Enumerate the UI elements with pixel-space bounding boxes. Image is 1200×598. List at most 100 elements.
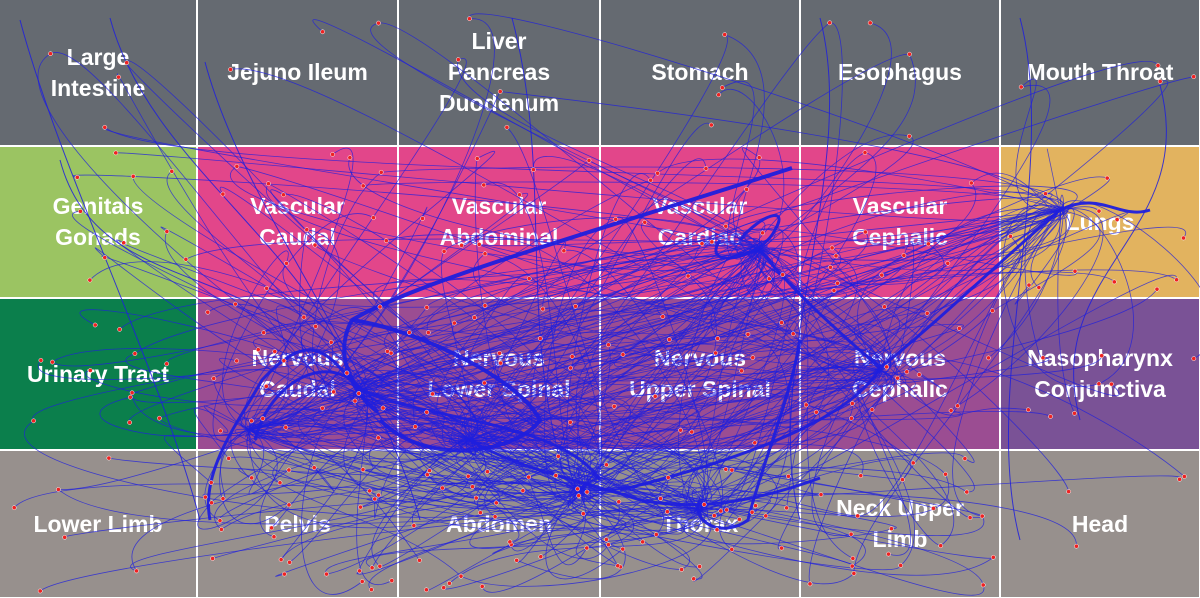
connection-edge [579,249,761,491]
connection-node [424,409,430,415]
connection-node [807,581,813,587]
connection-node [451,320,457,326]
connection-edge [249,401,581,491]
connection-node [479,584,485,589]
connection-node [697,564,702,569]
connection-edge [361,389,529,485]
connection-node [586,158,592,163]
connection-node [745,331,751,337]
connection-edge [469,421,693,441]
connection-node [827,20,833,26]
connection-node [531,167,536,173]
connection-node [467,16,472,22]
connection-node [304,227,310,233]
connection-node [102,255,108,260]
connection-node [967,515,973,520]
connection-edge [656,249,762,317]
connection-node [724,507,730,513]
connection-edge [249,426,420,561]
connection-node [261,330,267,336]
connection-node [803,402,809,408]
connection-node [228,67,233,72]
connection-edge [361,322,782,397]
connection-node [938,543,944,549]
connection-node [779,320,784,325]
connection-node [945,260,951,266]
connection-edge [576,463,701,519]
connection-edge [164,429,251,483]
connection-node [955,403,960,409]
connection-edge [699,249,785,511]
region-cell-liver-pancreas-duodenum: Liver Pancreas Duodenum [399,0,599,145]
connection-node [723,223,729,229]
connection-node [678,427,683,433]
connection-node [470,484,475,490]
connection-node [482,380,487,386]
connection-node [311,465,317,471]
connection-edge [484,452,598,518]
connection-node [1096,381,1102,387]
connection-edge [1073,84,1167,421]
connection-node [924,310,930,316]
connection-node [1072,268,1078,274]
connection-node [277,480,283,486]
connection-node [957,326,962,331]
connection-edge [740,249,955,547]
connection-edge [540,240,763,558]
connection-node [569,354,575,359]
connection-nodes [11,16,1197,594]
connection-edge [370,22,761,251]
region-label: Head [1071,510,1129,537]
connection-edge [386,234,881,371]
connection-edge [500,91,1061,211]
connection-node [1174,277,1179,283]
connection-node [620,546,626,552]
connection-edge [714,214,781,260]
connection-node [1191,356,1197,361]
connection-node [538,554,544,560]
connection-edge [245,58,467,431]
connection-node [652,393,658,399]
region-cell-large-intestine: Large Intestine [0,0,196,145]
connection-edge [219,209,1061,522]
connection-edge [360,380,824,497]
connection-edge [219,429,290,525]
connection-edge [579,404,832,491]
connection-node [271,534,277,540]
connection-node [818,492,824,497]
connection-edges [13,13,1200,596]
connection-node [87,277,93,283]
connection-edge [1059,200,1200,359]
connection-edge [234,428,584,529]
connection-edge [249,244,761,431]
connection-edge [249,53,910,433]
connection-node [642,219,648,225]
connection-node [901,253,907,258]
connection-node [729,467,735,473]
connection-edge [988,194,1064,359]
connection-node [833,253,839,259]
connection-edge [378,22,881,380]
connection-node [708,122,714,128]
connection-node [766,276,772,282]
connection-node [964,489,970,495]
connection-node [862,150,868,155]
connection-edge [371,238,762,568]
connection-node [425,330,431,335]
connection-node [278,557,284,562]
connection-node [106,455,112,461]
connection-node [867,20,873,26]
connection-node [990,554,996,560]
connection-node [211,376,217,381]
connection-node [352,398,358,404]
connection-edge [249,192,529,431]
connection-node [378,169,384,175]
connection-node [102,124,108,130]
connection-node [234,358,240,364]
connection-node [658,496,663,501]
region-label: Mouth Throat [1026,59,1174,85]
connection-node [130,173,136,179]
connection-node [474,156,480,161]
connection-node [756,155,762,160]
connection-node [568,365,573,371]
